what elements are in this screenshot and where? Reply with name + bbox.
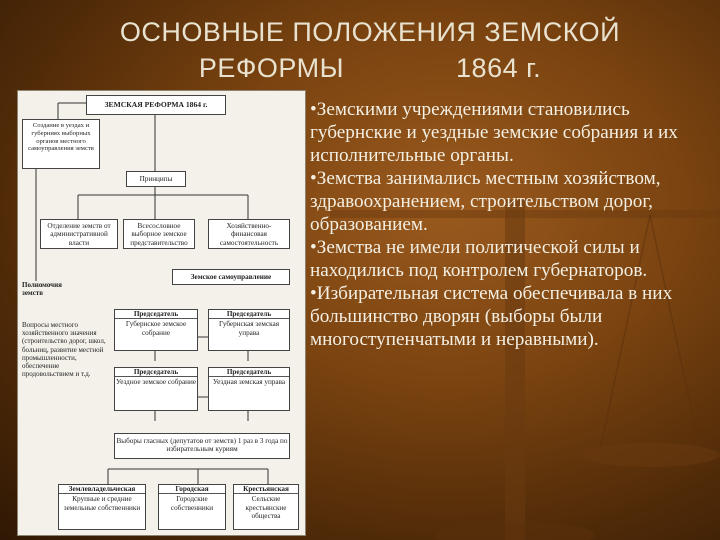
gub-uprava-text: Губернская земская управа <box>218 320 280 337</box>
gub-sobranie-box: Председатель Губернское земское собрание <box>114 309 198 351</box>
bullet-item: •Земства занимались местным хозяйством, … <box>310 168 661 235</box>
diagram-connectors <box>35 102 269 484</box>
title-line-1: ОСНОВНЫЕ ПОЛОЖЕНИЯ ЗЕМСКОЙ <box>119 17 621 47</box>
curia-city-text: Городские собственники <box>170 495 214 512</box>
creation-box: Создание в уездах и губерниях выборных о… <box>22 119 100 169</box>
bullet-list: •Земскими учреждениями становились губер… <box>310 98 715 351</box>
uezd-sobranie-box: Председатель Уездное земское собрание <box>114 367 198 411</box>
curia-peasant-title: Крестьянская <box>234 485 298 495</box>
title-line-2: РЕФОРМЫ 1864 г. <box>60 50 680 86</box>
chair-label-2: Председатель <box>209 310 289 320</box>
bullet-item: •Избирательная система обеспечивала в ни… <box>310 283 673 350</box>
slide-title: ОСНОВНЫЕ ПОЛОЖЕНИЯ ЗЕМСКОЙ РЕФОРМЫ 1864 … <box>60 14 680 86</box>
powers-title: Полномочия земств <box>22 281 62 298</box>
uezd-uprava-text: Уездная земская управа <box>212 378 286 387</box>
uezd-sobranie-text: Уездное земское собрание <box>115 378 197 387</box>
bullet-item: •Земскими учреждениями становились губер… <box>310 99 678 166</box>
curia-city-title: Городская <box>159 485 225 495</box>
title-reform: РЕФОРМЫ <box>198 53 344 83</box>
title-year: 1864 г. <box>456 53 542 83</box>
bullet-item: •Земства не имели политической силы и на… <box>310 237 648 281</box>
principle-representation-box: Всесословное выборное земское представит… <box>123 219 195 249</box>
chair-label-1: Председатель <box>115 310 197 320</box>
uezd-uprava-box: Председатель Уездная земская управа <box>208 367 290 411</box>
chair-label-3: Председатель <box>115 368 197 378</box>
curia-city-box: Городская Городские собственники <box>158 484 226 530</box>
chair-label-4: Председатель <box>209 368 289 378</box>
curia-landowners-box: Землевладельческая Крупные и средние зем… <box>58 484 146 530</box>
principle-finance-box: Хозяйственно-финансовая самостоятельност… <box>208 219 290 249</box>
curia-peasant-text: Сельские крестьянские общества <box>245 495 287 520</box>
curia-landowners-text: Крупные и средние земельные собственники <box>63 495 141 512</box>
elections-box: Выборы гласных (депутатов от земств) 1 р… <box>114 433 290 459</box>
principles-box: Принципы <box>126 171 186 187</box>
reform-diagram: ЗЕМСКАЯ РЕФОРМА 1864 г. Создание в уезда… <box>17 90 306 536</box>
principle-separation-box: Отделение земств от административной вла… <box>40 219 118 249</box>
curia-peasant-box: Крестьянская Сельские крестьянские общес… <box>233 484 299 530</box>
selfgov-box: Земское самоуправление <box>172 269 290 285</box>
reform-head-box: ЗЕМСКАЯ РЕФОРМА 1864 г. <box>86 95 226 115</box>
powers-text: Вопросы местного хозяйственного значения… <box>22 321 106 379</box>
curia-landowners-title: Землевладельческая <box>59 485 145 495</box>
gub-uprava-box: Председатель Губернская земская управа <box>208 309 290 351</box>
gub-sobranie-text: Губернское земское собрание <box>125 320 187 337</box>
